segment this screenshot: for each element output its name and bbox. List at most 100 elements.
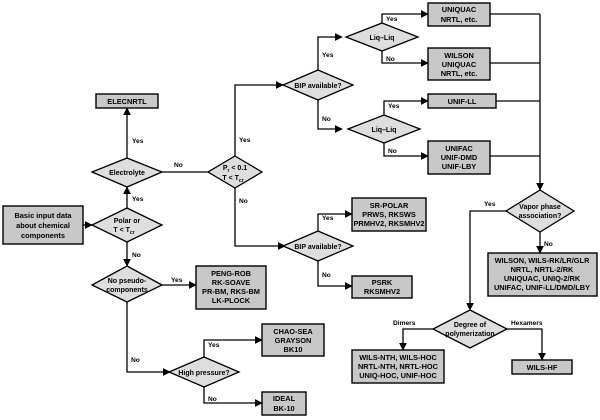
edges: [83, 10, 546, 407]
vapor-line-1: Vapor phase: [519, 204, 561, 211]
srpolar-line-2: PRWS, RKSWS: [362, 210, 416, 219]
edge-pr-biptop: [234, 81, 284, 156]
basic-input-line-2: about chemical: [16, 221, 70, 230]
basic-input-line-3: components: [21, 231, 65, 240]
node-no-pseudo-decision: No pseudo- components: [90, 265, 164, 303]
high-pressure-label: High pressure?: [178, 370, 229, 377]
ideal-line-1: IDEAL: [273, 394, 296, 403]
node-wilson-wils-rk: WILSON, WILS-RK/LR/GLR NRTL, NRTL-2/RK U…: [487, 252, 598, 297]
label-hexamers: Hexamers: [511, 320, 543, 327]
edge-biptop-liqmid: [317, 100, 343, 133]
edge-biplow-psrk: [317, 261, 353, 290]
ideal-line-2: BK-10: [273, 404, 294, 413]
node-bip-available-low: BIP available?: [281, 230, 355, 262]
pr-line-1a: P: [223, 165, 228, 172]
label-nopseudo-no: No: [131, 357, 140, 364]
elecnrtl-label: ELECNRTL: [107, 97, 147, 106]
label-biplow-no: No: [322, 272, 331, 279]
unifac-line-2: UNIF-DMD: [441, 153, 478, 162]
liq-top-label: Liq–Liq: [370, 35, 395, 42]
wilsnth-line-2: NRTL-NTH, NRTL-HOC: [358, 362, 439, 371]
nopseudo-line-1: No pseudo-: [108, 278, 147, 285]
node-wilson-uniquac-nrtl: WILSON UNIQUAC NRTL, etc.: [427, 47, 491, 81]
node-unifac-dmd-lby: UNIFAC UNIF-DMD UNIF-LBY: [427, 140, 491, 175]
degree-line-2: polymerization: [445, 331, 494, 338]
tr-subscript: cr: [239, 178, 244, 184]
edge-liqmid-unifac: [383, 143, 429, 160]
label-liqtop-yes: Yes: [386, 16, 398, 23]
label-pr-no: No: [239, 198, 248, 205]
chao-line-1: CHAO-SEA: [273, 327, 313, 336]
label-liqmid-no: No: [388, 148, 397, 155]
edge-nopseudo-highpressure: [126, 302, 171, 376]
unif-ll-label: UNIF-LL: [448, 97, 477, 106]
node-wils-nth: WILS-NTH, WILS-HOC NRTL-NTH, NRTL-HOC UN…: [351, 349, 445, 384]
polar-subscript: cr: [130, 230, 135, 236]
node-elecnrtl: ELECNRTL: [95, 93, 159, 109]
label-biptop-no: No: [322, 116, 331, 123]
basic-input-line-1: Basic input data: [14, 211, 72, 220]
node-peng-rob: PENG-ROB RK-SOAVE PR-BM, RKS-BM LK-PLOCK: [195, 265, 267, 310]
node-polar-decision: Polar or T < Tcr: [90, 207, 164, 243]
srpolar-line-1: SR-POLAR: [370, 201, 409, 210]
edge-degree-wilshf: [507, 328, 546, 361]
label-biptop-yes: Yes: [322, 52, 334, 59]
node-ideal: IDEAL BK-10: [261, 391, 307, 416]
pengrob-line-1: PENG-ROB: [211, 269, 251, 278]
node-psrk: PSRK RKSMHV2: [351, 275, 413, 299]
label-biplow-yes: Yes: [322, 215, 334, 222]
srpolar-line-3: PRMHV2, RKSMHV2: [353, 219, 424, 228]
svg-text:T < Tcr: T < Tcr: [113, 227, 134, 236]
label-highpressure-no: No: [208, 396, 217, 403]
label-electrolyte-yes: Yes: [132, 138, 144, 145]
node-basic-input: Basic input data about chemical componen…: [2, 205, 84, 245]
uniquac-line-1: UNIQUAC: [442, 5, 477, 14]
label-nopseudo-yes: Yes: [171, 277, 183, 284]
edge-vapor-degree: [466, 210, 506, 311]
node-vapor-association-decision: Vapor phase association?: [504, 189, 576, 233]
unifac-line-3: UNIF-LBY: [442, 162, 477, 171]
label-polar-yes: Yes: [132, 196, 144, 203]
node-bip-available-top: BIP available?: [281, 69, 355, 101]
edge-highpressure-ideal: [203, 387, 263, 407]
edge-biplow-srpolar: [317, 210, 353, 231]
label-vapor-yes: Yes: [484, 201, 496, 208]
label-polar-no: No: [132, 252, 141, 259]
edge-highpressure-chao: [203, 336, 263, 357]
label-pr-yes: Yes: [239, 137, 251, 144]
svg-text:Pr < 0.1: Pr < 0.1: [223, 165, 247, 174]
psrk-line-2: RKSMHV2: [364, 287, 400, 296]
pr-line-1b: < 0.1: [229, 165, 247, 172]
edge-labels: Yes No Yes No Yes No Yes No Yes No Yes N…: [131, 16, 553, 403]
pengrob-line-4: LK-PLOCK: [212, 296, 251, 305]
pengrob-line-2: RK-SOAVE: [212, 278, 251, 287]
vapor-line-2: association?: [519, 213, 562, 220]
edge-liqtop-uniquac: [381, 10, 429, 23]
degree-line-1: Degree of: [454, 322, 487, 329]
edge-pr-biplow: [234, 188, 286, 250]
node-unif-ll: UNIF-LL: [427, 93, 497, 109]
wilson-line-1: WILSON: [444, 51, 474, 60]
label-dimers: Dimers: [393, 320, 416, 327]
uniquac-line-2: NRTL, etc.: [441, 15, 478, 24]
edge-degree-wilsnth: [399, 328, 433, 351]
svg-text:T < Tcr: T < Tcr: [222, 175, 243, 184]
pr-subscript: r: [228, 168, 230, 174]
chao-line-2: GRAYSON: [275, 336, 312, 345]
wilson-big-line-2: NRTL, NRTL-2/RK: [511, 265, 574, 274]
node-uniquac-nrtl: UNIQUAC NRTL, etc.: [427, 2, 491, 27]
label-electrolyte-no: No: [174, 162, 183, 169]
node-liq-liq-top: Liq–Liq: [344, 22, 420, 52]
label-vapor-no: No: [544, 241, 553, 248]
node-chao-sea: CHAO-SEA GRAYSON BK10: [261, 323, 325, 357]
bip-low-label: BIP available?: [294, 244, 341, 251]
label-liqmid-yes: Yes: [388, 103, 400, 110]
wilson-line-2: UNIQUAC: [442, 60, 477, 69]
nopseudo-line-2: components: [106, 287, 148, 294]
node-electrolyte-decision: Electrolyte: [90, 157, 164, 188]
pr-line-2: T < T: [222, 175, 239, 182]
node-liq-liq-mid: Liq–Liq: [346, 114, 422, 144]
wilshf-label: WILS-HF: [527, 363, 558, 372]
